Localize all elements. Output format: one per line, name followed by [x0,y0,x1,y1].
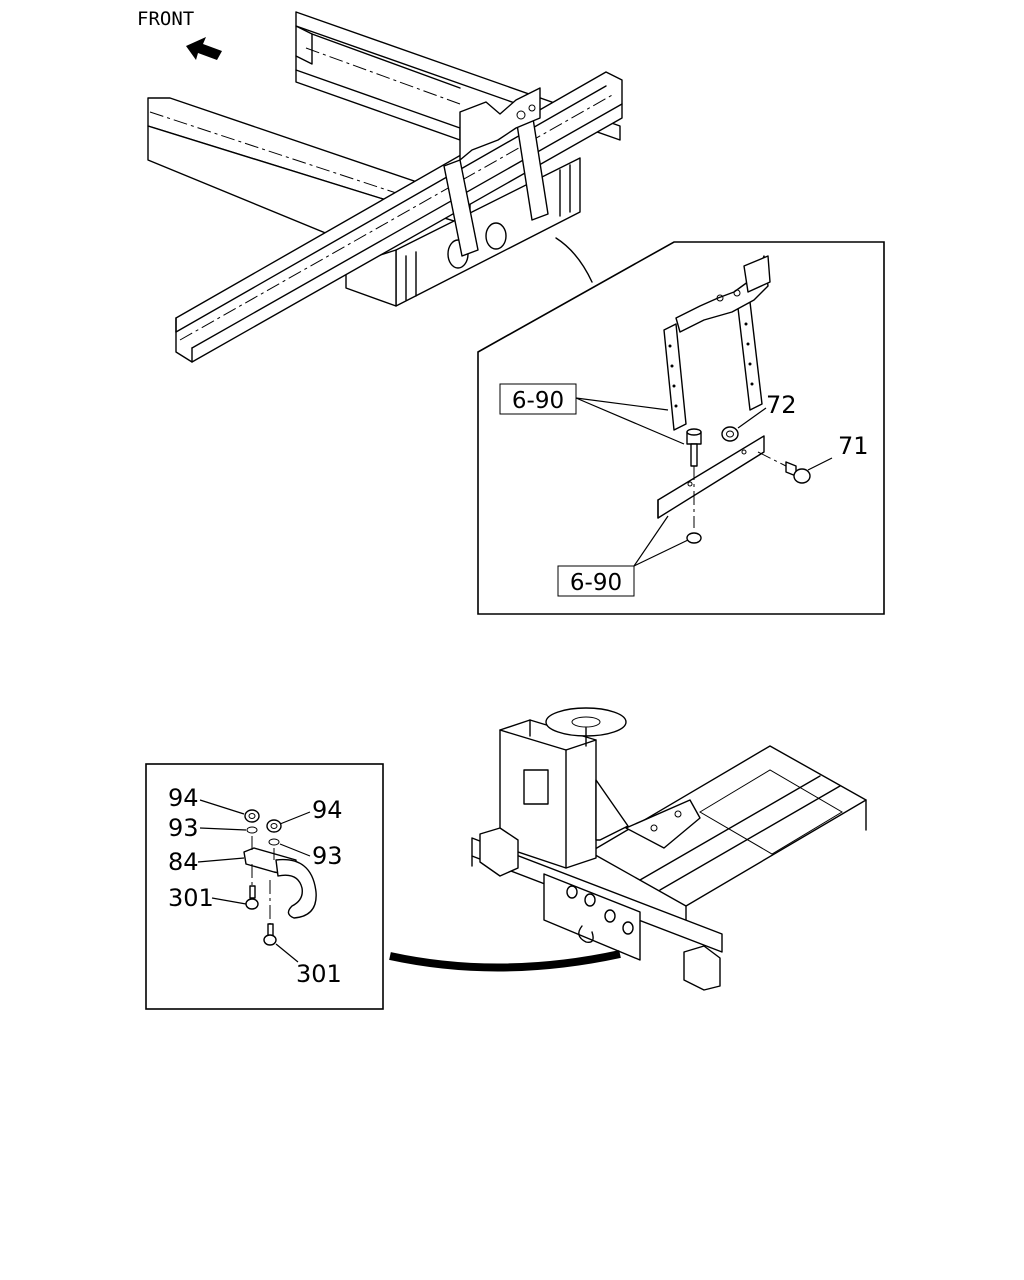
callout-94-left: 94 [168,784,199,812]
steering-wheel-icon [545,707,627,747]
callout-84: 84 [168,848,199,876]
upper-detail-box: 6-90 6-90 72 71 [477,241,885,615]
callout-71: 71 [838,432,869,460]
callout-301-left: 301 [168,884,214,912]
callout-301-bottom: 301 [296,960,342,988]
callout-6-90-upper: 6-90 [512,388,564,414]
lower-detail-box: 94 94 93 93 84 301 301 [145,763,384,1010]
upper-frame-view [147,11,623,363]
lower-chassis-view [471,707,867,991]
callout-93-right: 93 [312,842,343,870]
front-label: FRONT [137,8,194,30]
callout-72: 72 [766,391,797,419]
arrow-left-icon [186,37,222,60]
callout-6-90-lower: 6-90 [570,570,622,596]
callout-94-right: 94 [312,796,343,824]
callout-93-left: 93 [168,814,199,842]
front-indicator: FRONT [137,8,222,60]
tow-hook-icon [243,847,317,919]
